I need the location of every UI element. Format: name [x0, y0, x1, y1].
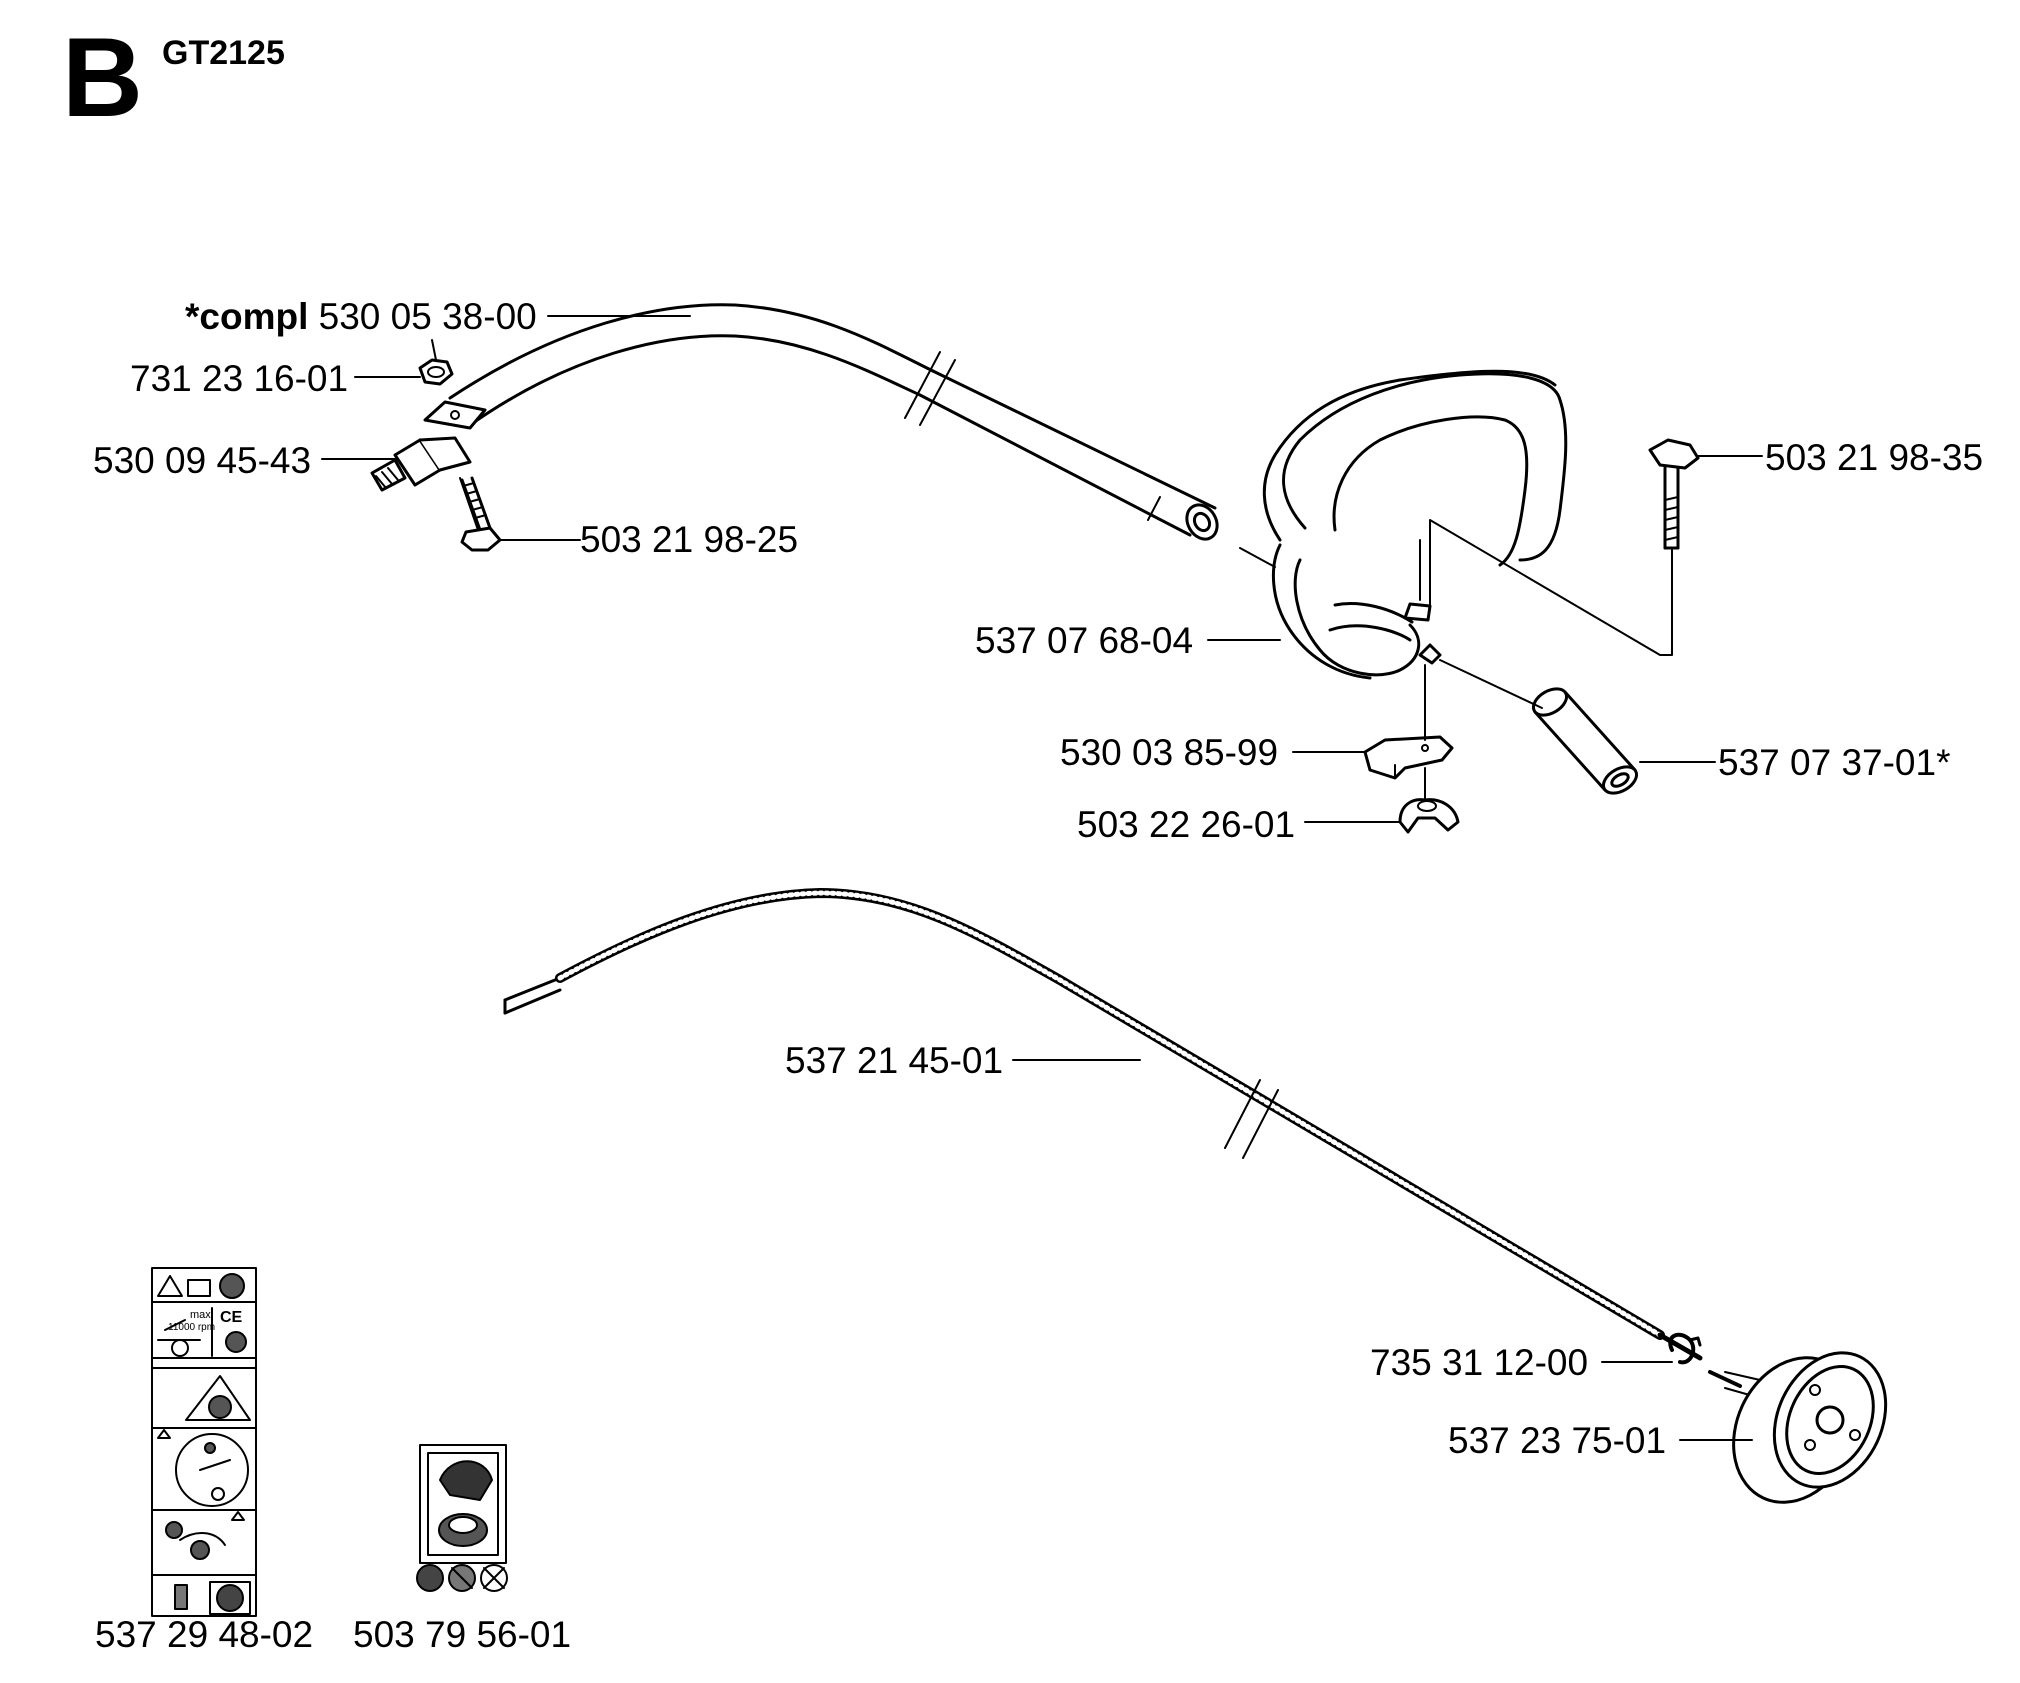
decal-max-text: max: [190, 1309, 211, 1321]
callout-handle: 537 07 68-04: [975, 620, 1194, 661]
callout-nut: 731 23 16-01: [130, 358, 349, 399]
shaft-tube: [448, 303, 1219, 541]
sleeve: [1531, 687, 1639, 795]
flex-drive-cable: [503, 888, 1703, 1361]
model-name: GT2125: [162, 34, 285, 72]
callout-bracket: 530 03 85-99: [1060, 732, 1279, 773]
decal-ce-mark: CE: [220, 1309, 243, 1326]
nylon-line-icon: [416, 1564, 444, 1592]
leader-handle-to-sleeve: [1439, 659, 1543, 709]
ear-protection-icon: [219, 1273, 245, 1299]
callout-retaining-ring: 735 31 12-00: [1370, 1342, 1589, 1383]
callout-screw-right: 503 21 98-35: [1765, 437, 1984, 478]
retaining-ring: [1668, 1332, 1702, 1365]
decal-rpm-text: 11000 rpm: [168, 1322, 215, 1333]
callout-shaft-number: 530 05 38-00: [318, 296, 537, 337]
callout-flex-cable: 537 21 45-01: [785, 1040, 1004, 1081]
leader-screw-right-to-handle: [1429, 519, 1673, 656]
section-letter: B: [62, 15, 143, 140]
handle-bracket: [1363, 735, 1454, 780]
callout-wing-nut: 503 22 26-01: [1077, 804, 1296, 845]
callout-sleeve: 537 07 37-01*: [1718, 742, 1951, 783]
no-saw-icon: [480, 1564, 508, 1592]
callout-shaft-compl: *compl 530 05 38-00: [185, 298, 537, 335]
callout-shaft-fitting: 530 09 45-43: [93, 440, 312, 481]
screw-left: [459, 476, 502, 552]
shaft-clamp-plate: [423, 400, 487, 430]
safety-icon: [225, 1331, 247, 1353]
warning-decal: [151, 1267, 257, 1617]
clutch-drum: [1708, 1351, 1888, 1504]
shaft-end-fitting: [370, 436, 472, 492]
callout-compl-prefix: *compl: [185, 296, 309, 337]
nut: [418, 339, 454, 386]
trimmer-operator-icon: [439, 1460, 493, 1501]
callout-warning-decal: 537 29 48-02: [95, 1614, 314, 1655]
throw-distance-icon: [175, 1433, 249, 1507]
leader-lines: [321, 315, 1763, 1441]
warning-triangle-icon: [157, 1275, 183, 1297]
loop-handle: [1239, 369, 1568, 680]
trimmer-head-decal: [416, 1444, 508, 1592]
warning-triangle-icon-2: [185, 1375, 251, 1421]
wing-nut: [1398, 798, 1460, 834]
screw-right: [1648, 438, 1700, 550]
manual-icon: [187, 1279, 211, 1297]
callout-trimmer-head-decal: 503 79 56-01: [353, 1614, 572, 1655]
callout-screw-left: 503 21 98-25: [580, 519, 799, 560]
callout-clutch-drum: 537 23 75-01: [1448, 1420, 1667, 1461]
